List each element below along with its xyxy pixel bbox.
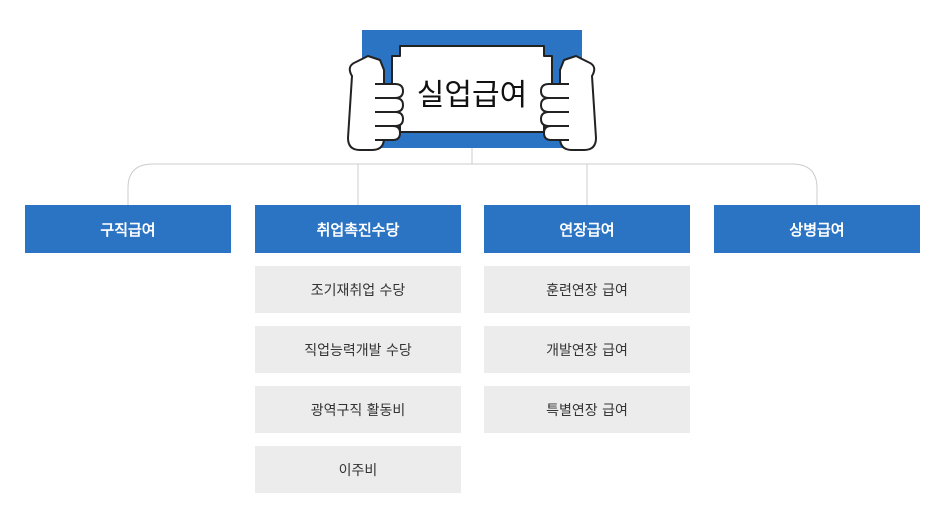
sub-item-training-extension: 훈련연장 급여 xyxy=(484,266,690,313)
category-sickness-benefit: 상병급여 xyxy=(714,205,920,253)
diagram-title: 실업급여 xyxy=(416,78,528,113)
category-reemployment-promotion: 취업촉진수당 xyxy=(255,205,461,253)
sub-item-wide-area-job-search: 광역구직 활동비 xyxy=(255,386,461,433)
sub-item-development-extension: 개발연장 급여 xyxy=(484,326,690,373)
sub-item-special-extension: 특별연장 급여 xyxy=(484,386,690,433)
category-job-seeking-benefit: 구직급여 xyxy=(25,205,231,253)
sub-item-relocation: 이주비 xyxy=(255,446,461,493)
category-extended-benefit: 연장급여 xyxy=(484,205,690,253)
sub-item-early-reemployment: 조기재취업 수당 xyxy=(255,266,461,313)
sub-item-vocational-development: 직업능력개발 수당 xyxy=(255,326,461,373)
